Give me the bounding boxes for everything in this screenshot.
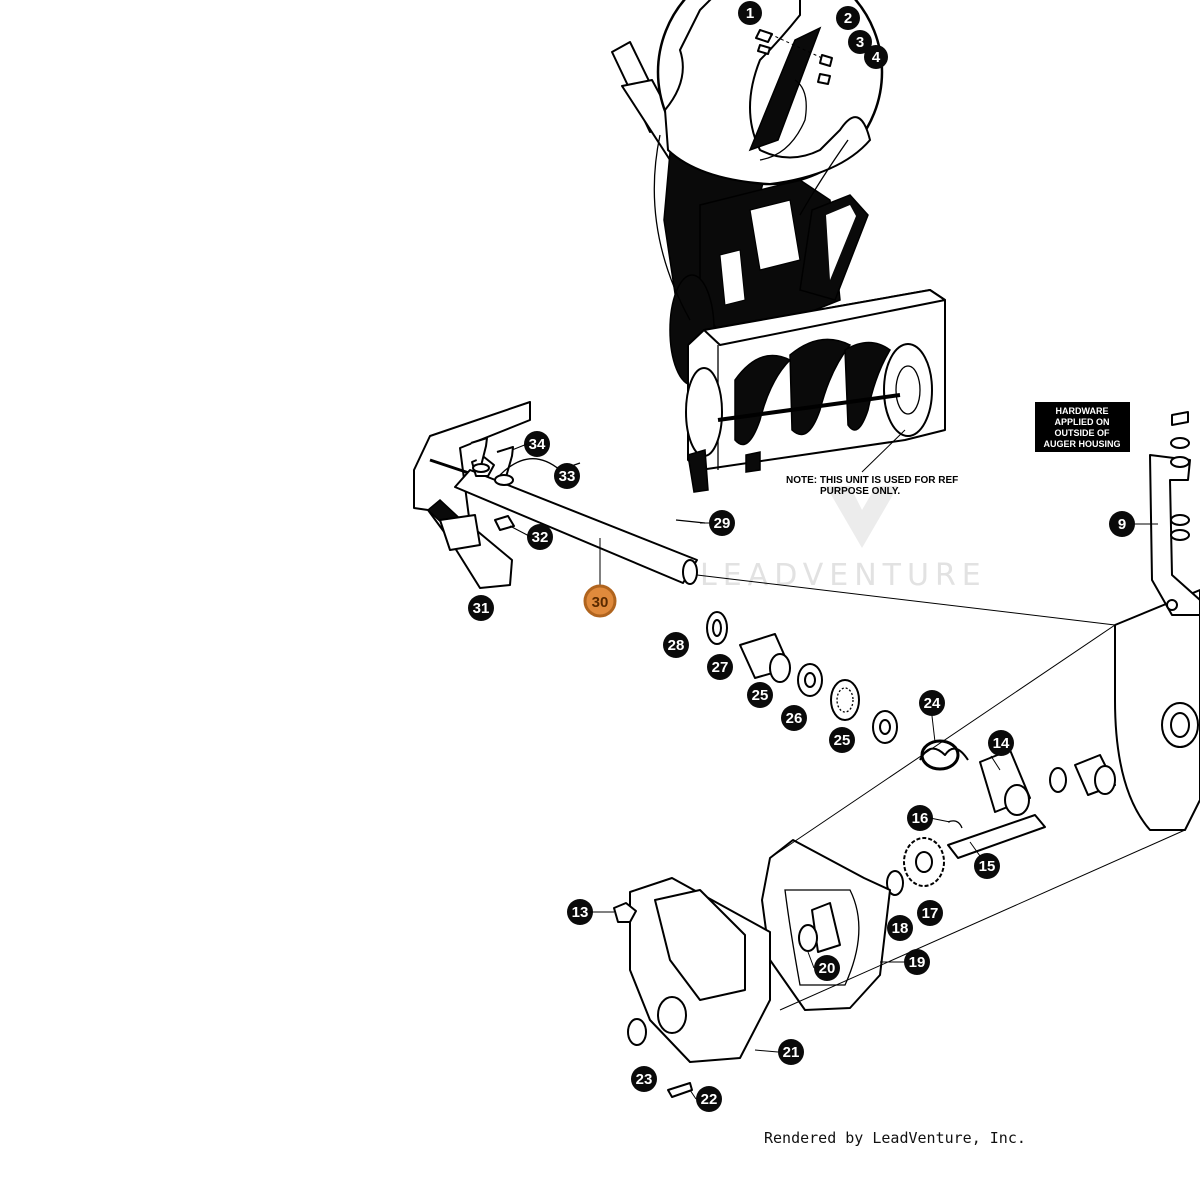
callout-26[interactable]: 26: [781, 705, 807, 731]
callout-27-label: 27: [712, 659, 729, 676]
callout-31-label: 31: [473, 600, 490, 617]
callout-20-label: 20: [819, 960, 836, 977]
callout-1-label: 1: [746, 5, 754, 22]
snowblower-overview-illustration: [611, 0, 946, 493]
watermark-logo: [826, 486, 898, 548]
callout-22[interactable]: 22: [696, 1086, 722, 1112]
callout-30-selected[interactable]: 30: [583, 584, 617, 618]
reference-note-line2: PURPOSE ONLY.: [820, 486, 900, 497]
callout-4-label: 4: [872, 49, 881, 66]
callout-15[interactable]: 15: [974, 853, 1000, 879]
exploded-parts: [413, 401, 1200, 1098]
reference-note-line1: NOTE: THIS UNIT IS USED FOR REF: [786, 475, 958, 486]
callout-24-label: 24: [924, 695, 941, 712]
callout-23[interactable]: 23: [631, 1066, 657, 1092]
footer-credit: Rendered by LeadVenture, Inc.: [764, 1129, 1026, 1147]
callout-29-label: 29: [714, 515, 731, 532]
callout-2-label: 2: [844, 10, 852, 27]
callout-16[interactable]: 16: [907, 805, 933, 831]
hardware-note-box: [1035, 402, 1130, 452]
callout-33-label: 33: [559, 468, 576, 485]
callout-21[interactable]: 21: [778, 1039, 804, 1065]
callout-34-label: 34: [529, 436, 546, 453]
callout-3-label: 3: [856, 34, 864, 51]
callout-25-upper[interactable]: 25: [747, 682, 773, 708]
callout-27[interactable]: 27: [707, 654, 733, 680]
callout-9-label: 9: [1118, 516, 1126, 533]
callout-25-lower-label: 25: [834, 732, 851, 749]
callout-2[interactable]: 2: [836, 6, 860, 30]
callout-3[interactable]: 3: [848, 30, 872, 54]
callout-26-label: 26: [786, 710, 803, 727]
callout-30-label: 30: [592, 594, 609, 611]
callout-14[interactable]: 14: [988, 730, 1014, 756]
callout-23-label: 23: [636, 1071, 653, 1088]
callout-31[interactable]: 31: [468, 595, 494, 621]
callout-17[interactable]: 17: [917, 900, 943, 926]
hardware-note-line4: AUGER HOUSING: [1043, 439, 1120, 449]
callout-25-lower[interactable]: 25: [829, 727, 855, 753]
callout-4[interactable]: 4: [864, 45, 888, 69]
hardware-note-line2: APPLIED ON: [1054, 417, 1109, 427]
callout-34[interactable]: 34: [524, 431, 550, 457]
callout-13-label: 13: [572, 904, 589, 921]
hardware-note-line1: HARDWARE: [1056, 406, 1109, 416]
callout-24[interactable]: 24: [919, 690, 945, 716]
callout-29[interactable]: 29: [709, 510, 735, 536]
callout-22-label: 22: [701, 1091, 718, 1108]
callout-25-upper-label: 25: [752, 687, 769, 704]
callout-28[interactable]: 28: [663, 632, 689, 658]
callout-17-label: 17: [922, 905, 939, 922]
callout-13[interactable]: 13: [567, 899, 593, 925]
callout-28-label: 28: [668, 637, 685, 654]
callout-1[interactable]: 1: [738, 1, 762, 25]
watermark-text: LEADVENTURE: [700, 558, 987, 593]
callout-9[interactable]: 9: [1109, 511, 1135, 537]
hardware-note-line3: OUTSIDE OF: [1054, 428, 1110, 438]
callout-32[interactable]: 32: [527, 524, 553, 550]
callout-33[interactable]: 33: [554, 463, 580, 489]
callout-32-label: 32: [532, 529, 549, 546]
callout-16-label: 16: [912, 810, 929, 827]
callout-15-label: 15: [979, 858, 996, 875]
callout-20[interactable]: 20: [814, 955, 840, 981]
callout-18[interactable]: 18: [887, 915, 913, 941]
callout-14-label: 14: [993, 735, 1010, 752]
callout-21-label: 21: [783, 1044, 800, 1061]
callout-19[interactable]: 19: [904, 949, 930, 975]
callout-19-label: 19: [909, 954, 926, 971]
callout-18-label: 18: [892, 920, 909, 937]
callout-leaders: [509, 443, 1158, 1100]
